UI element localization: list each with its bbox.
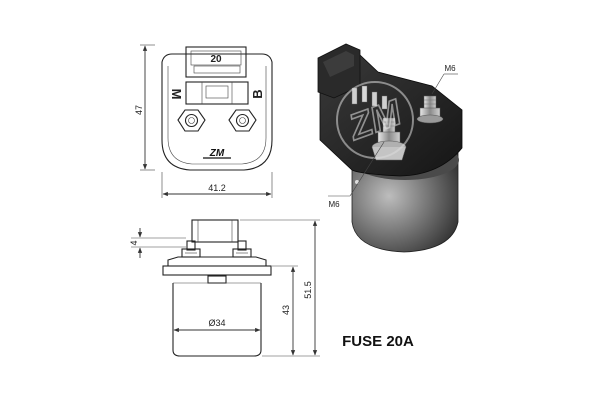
terminal-b-label: B xyxy=(250,89,265,98)
side-view: 4 Ø34 43 51.5 xyxy=(129,219,320,357)
stud-top-label: M6 xyxy=(444,64,456,73)
dim-diameter-label: Ø34 xyxy=(208,318,225,328)
side-cap xyxy=(167,256,267,266)
side-flange xyxy=(162,265,272,276)
front-nut-right xyxy=(228,109,257,132)
dim-body-label: 43 xyxy=(281,305,291,315)
front-nut-left xyxy=(177,109,206,132)
side-tab xyxy=(207,275,227,284)
photo-stud-top xyxy=(416,95,444,124)
side-fuse-holder xyxy=(191,219,239,243)
side-stud-right xyxy=(232,240,252,258)
leader-stud-top xyxy=(431,73,445,95)
fuse-window xyxy=(190,50,242,66)
front-housing-inner xyxy=(167,66,267,165)
leader-stud-left xyxy=(349,141,385,197)
dim-width-label: 41.2 xyxy=(208,183,226,193)
side-stud-left xyxy=(181,240,201,258)
fuse-connector xyxy=(185,46,247,78)
terminal-m-label: M xyxy=(169,89,184,100)
photo-stud-left xyxy=(371,117,407,161)
photo-indicator-dot xyxy=(355,180,359,184)
front-view: 20 M B ZM 47 41.2 xyxy=(134,44,273,198)
caption-fuse-rating: FUSE 20A xyxy=(342,333,414,350)
front-housing-outline xyxy=(161,53,273,171)
fuse-blade xyxy=(193,65,241,74)
zm-logo: ZM xyxy=(209,148,225,159)
dim-height-label: 47 xyxy=(134,105,144,115)
terminal-block xyxy=(185,81,249,105)
product-photo: ZM M6 M6 xyxy=(317,43,463,253)
dim-cap-label: 4 xyxy=(129,240,139,245)
dim-total-label: 51.5 xyxy=(303,281,313,299)
side-body xyxy=(172,283,262,357)
fuse-rating-label: 20 xyxy=(210,54,222,65)
stud-left-label: M6 xyxy=(328,200,340,209)
